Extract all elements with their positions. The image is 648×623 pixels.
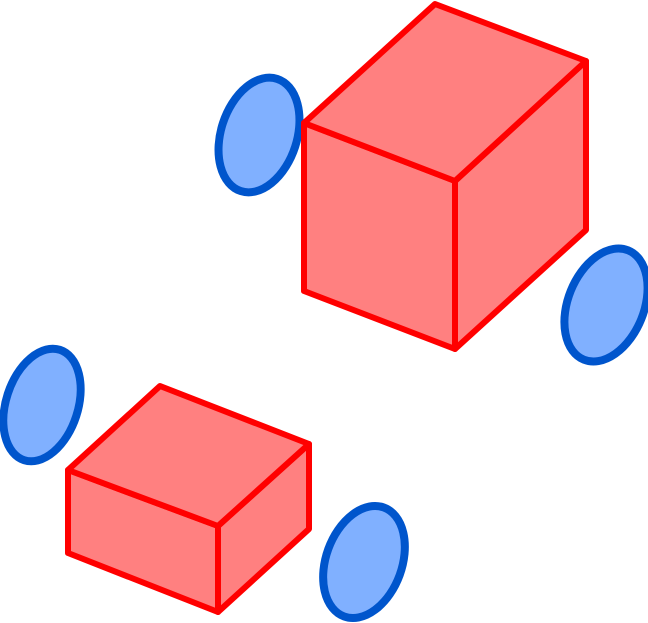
large-cube-top-face (301, 1, 589, 184)
small-box-top-face (65, 383, 312, 529)
large-cube-left-wheel (214, 73, 304, 197)
small-box-right-wheel (319, 501, 409, 623)
small-box-figure (0, 344, 409, 623)
large-cube-right-wheel (560, 244, 648, 366)
large-cube-figure (214, 1, 648, 366)
small-box-left-wheel (0, 344, 85, 466)
